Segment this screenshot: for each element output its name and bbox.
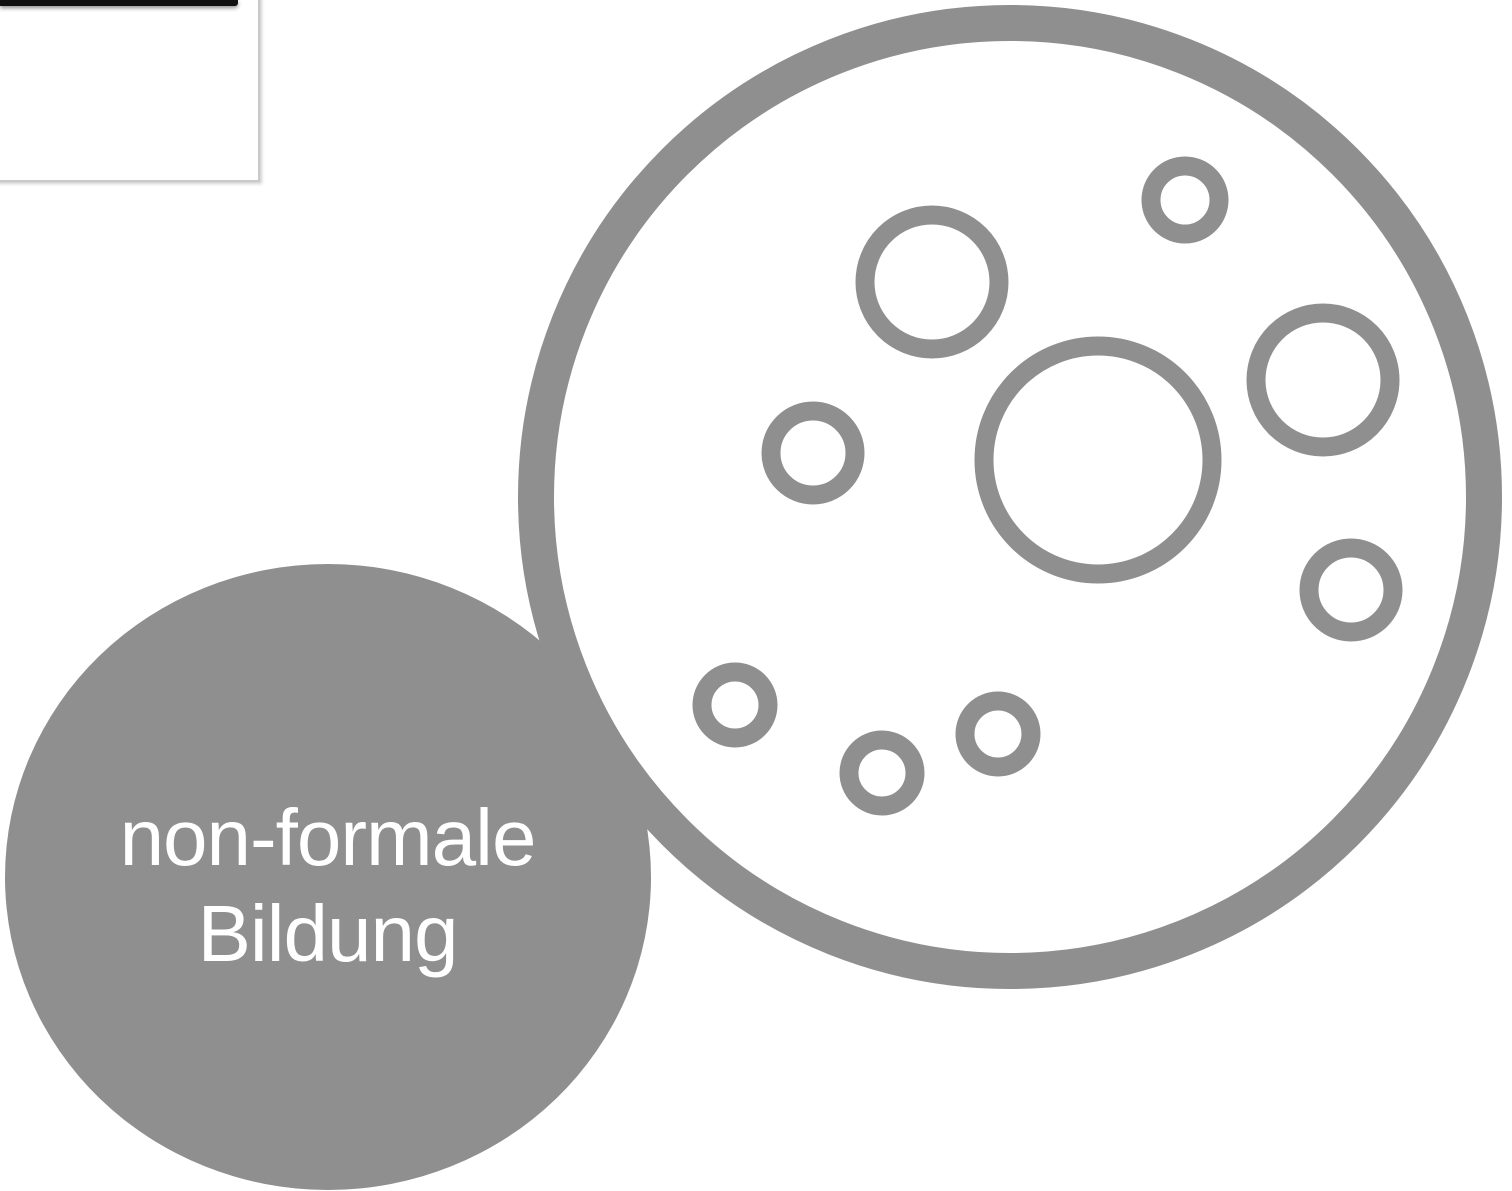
small-bubbles-icon (692, 156, 1403, 816)
petri-dish-icon (518, 5, 1502, 989)
bubble (955, 691, 1041, 777)
bubble (1246, 303, 1400, 457)
bubble (1141, 156, 1229, 244)
bubble (974, 336, 1222, 584)
bubble (855, 205, 1009, 359)
corner-bar (0, 0, 238, 6)
category-circle (5, 564, 651, 1190)
bubble (761, 401, 865, 505)
bubble (1299, 538, 1403, 642)
label-line-2: Bildung (197, 889, 459, 978)
bubble (839, 730, 925, 816)
outer-ring (518, 5, 1502, 989)
label-line-1: non-formale (119, 793, 537, 882)
bubble (692, 662, 778, 748)
corner-card (0, 0, 260, 182)
category-label: non-formale Bildung (70, 790, 585, 982)
